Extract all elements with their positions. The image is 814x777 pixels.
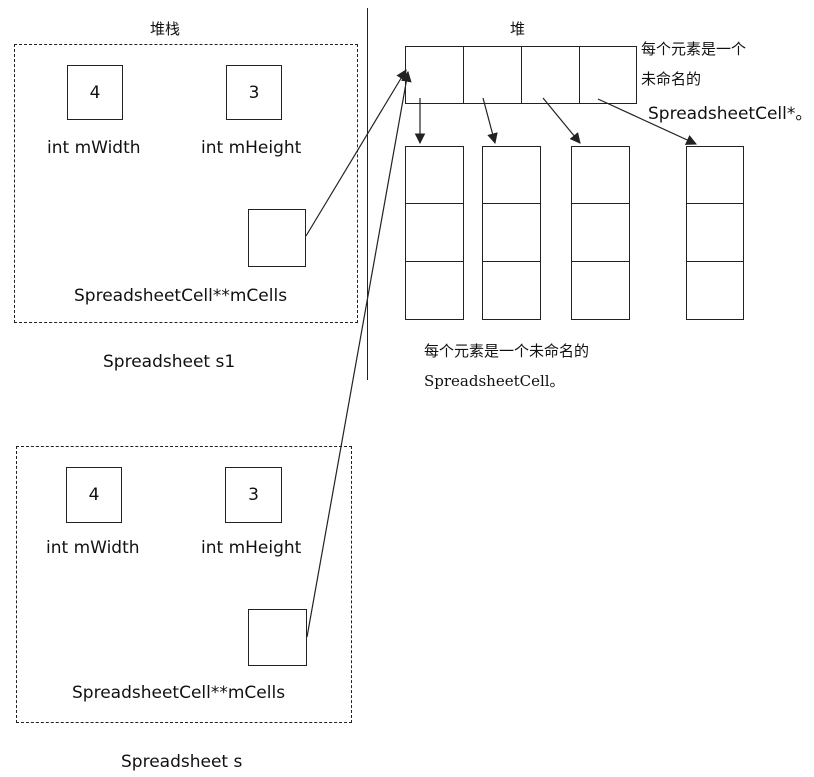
s-width-label: int mWidth bbox=[46, 538, 140, 558]
heap-cell-divider bbox=[571, 261, 630, 262]
heap-cell-column bbox=[686, 146, 744, 320]
heap-cell-divider bbox=[405, 203, 464, 204]
stack-title: 堆栈 bbox=[150, 20, 181, 38]
s-width-value: 4 bbox=[66, 467, 122, 523]
heap-title: 堆 bbox=[510, 20, 526, 38]
cell-note-line2: SpreadsheetCell。 bbox=[424, 372, 565, 390]
heap-cell-divider bbox=[482, 203, 541, 204]
s1-caption: Spreadsheet s1 bbox=[103, 352, 236, 372]
heap-cell-divider bbox=[571, 203, 630, 204]
s1-width-label: int mWidth bbox=[47, 138, 141, 158]
heap-cell-divider bbox=[405, 261, 464, 262]
s1-cells-pointer bbox=[248, 209, 306, 267]
heap-cell-divider bbox=[686, 261, 744, 262]
spreadsheet-s-frame bbox=[16, 446, 352, 723]
s1-width-value: 4 bbox=[67, 65, 123, 120]
s1-height-value: 3 bbox=[226, 65, 282, 120]
heap-cell-divider bbox=[686, 203, 744, 204]
element-arrow bbox=[482, 97, 498, 145]
heap-cell-divider bbox=[482, 261, 541, 262]
element-arrow bbox=[542, 97, 581, 144]
stack-heap-divider bbox=[367, 8, 368, 380]
pointer-array-note-line2: 未命名的 bbox=[641, 70, 702, 88]
s-cells-label: SpreadsheetCell**mCells bbox=[72, 683, 286, 703]
spreadsheet-s1-frame bbox=[14, 44, 358, 323]
pointer-array-note-line1: 每个元素是一个 bbox=[641, 40, 747, 58]
heap-cell-column bbox=[482, 146, 541, 320]
heap-cell-column bbox=[405, 146, 464, 320]
s1-cells-arrow bbox=[305, 69, 407, 237]
element-arrow bbox=[597, 98, 697, 145]
s-height-label: int mHeight bbox=[201, 538, 302, 558]
cell-note-line1: 每个元素是一个未命名的 bbox=[424, 342, 590, 360]
heap-cell-column bbox=[571, 146, 630, 320]
s-cells-arrow bbox=[306, 70, 412, 638]
s-cells-pointer bbox=[248, 609, 307, 666]
s1-height-label: int mHeight bbox=[201, 138, 302, 158]
s1-cells-label: SpreadsheetCell**mCells bbox=[74, 286, 288, 306]
pointer-array-note-line3: SpreadsheetCell*。 bbox=[648, 104, 813, 124]
s-height-value: 3 bbox=[225, 467, 282, 523]
s-caption: Spreadsheet s bbox=[121, 752, 243, 772]
